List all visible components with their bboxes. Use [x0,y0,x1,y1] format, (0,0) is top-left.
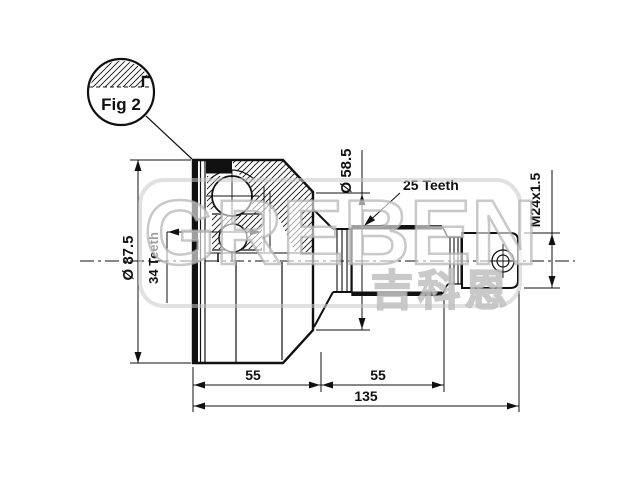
dim-length-right: 55 [370,367,386,383]
figure-label: Fig 2 [101,95,141,114]
joint-body [191,158,315,365]
back-face-spline [193,160,198,363]
dim-thread: M24x1.5 [527,173,543,228]
dim-length-left: 55 [245,367,261,383]
shaft [312,208,520,328]
balloon-circle [86,57,156,127]
detail-balloon: Fig 2 [86,57,193,160]
boot-groove-rings [336,229,352,292]
dim-outer-diameter: Ø 87.5 [120,235,137,280]
thread-relief-rings [449,237,462,284]
spline-section-top [352,225,442,230]
dim-boot-seat-diameter: Ø 58.5 [338,148,355,193]
dim-length-total: 135 [354,388,378,404]
threaded-end-outline [461,232,519,289]
dim-outer-spline: 25 Teeth [403,177,459,193]
dim-inner-spline: 34 Teeth [146,232,161,284]
dimension-arrowheads [134,160,556,410]
body-outline [191,158,315,365]
dimension-lines [130,150,560,412]
balloon-leader-line [145,115,193,160]
spline-section-bottom [352,291,442,296]
